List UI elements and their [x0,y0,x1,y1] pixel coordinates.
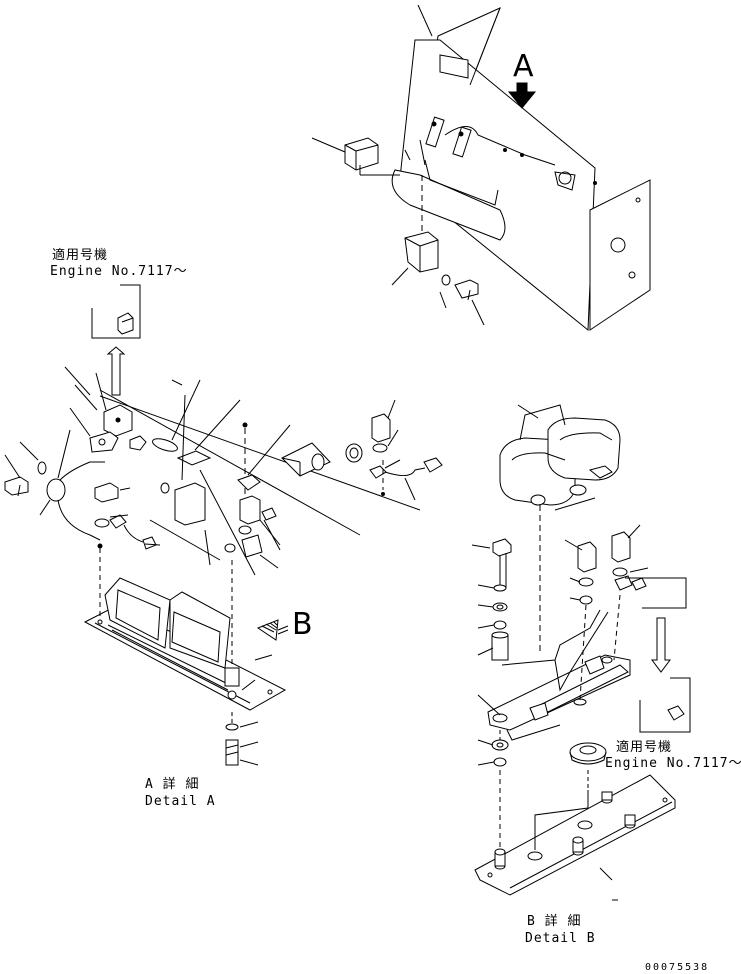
detail-b-caption-en: Detail B [525,931,596,946]
applicable-note-right-en: Engine No.7117～ [605,756,741,771]
detail-a-caption-jp: A 詳 細 [145,777,200,792]
detail-a-caption-en: Detail A [145,794,216,809]
applicable-note-left-en: Engine No.7117～ [50,264,188,279]
arrow-up-hollow-icon [108,347,124,395]
view-label-b: B [292,607,313,642]
panel-assembly [312,5,650,330]
drawing-id: 00075538 [645,962,710,973]
detail-a [5,285,442,765]
applicable-note-right-jp: 適用号機 [616,740,673,755]
detail-b-caption-jp: B 詳 細 [527,914,582,929]
applicable-note-left-jp: 適用号機 [52,248,109,263]
arrow-down-hollow-icon [652,618,670,672]
arrow-down-icon [509,83,535,108]
arrow-hatched-icon [258,620,288,640]
detail-b [472,405,690,900]
view-label-a: A [513,49,534,84]
